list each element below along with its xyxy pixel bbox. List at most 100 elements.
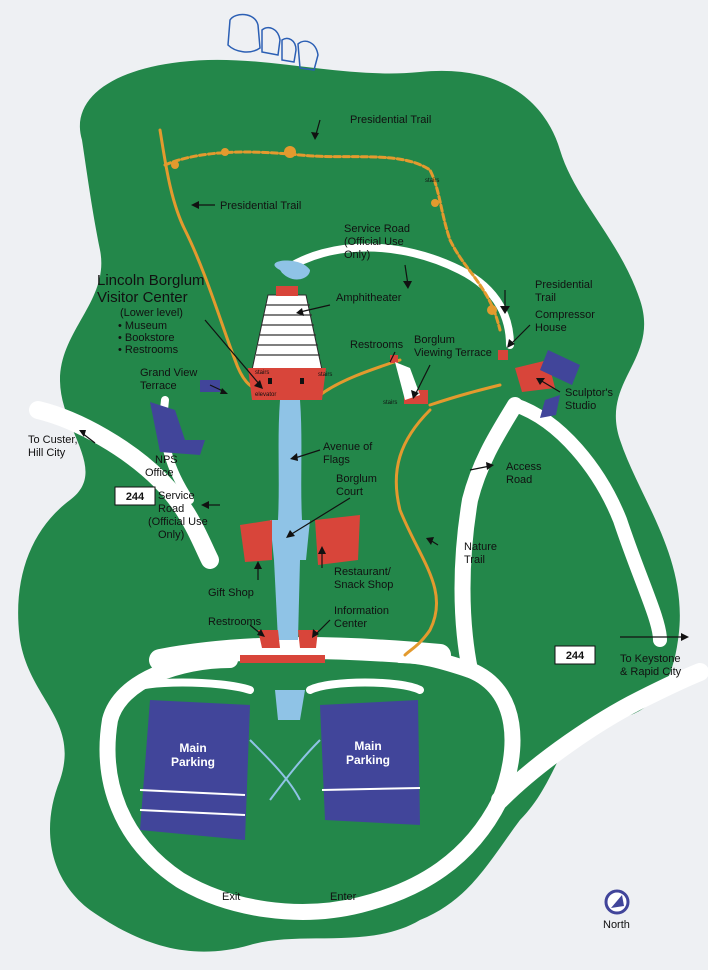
visitor-center-building (248, 368, 326, 400)
studio-annex-1 (540, 350, 580, 385)
visitor-center (248, 286, 326, 400)
stairs-label-1: stairs (425, 178, 439, 184)
roads (29, 243, 708, 920)
elevator-label: elevator (255, 392, 276, 398)
road-loop (99, 647, 521, 920)
parking (140, 350, 580, 840)
grand-view-terrace-label-2: Terrace (140, 380, 177, 392)
access-road-label-1: Access (506, 461, 542, 473)
main-parking-left-label-1: Main (179, 741, 206, 755)
presidential-trail-top (163, 150, 502, 332)
service-road-left-label-3: (Official Use (148, 516, 208, 528)
to-custer-label-2: Hill City (28, 447, 66, 459)
sculptors-studio-label-1: Sculptor's (565, 387, 613, 399)
main-parking-right-label-2: Parking (346, 753, 390, 767)
borglum-viewing-terrace-label-2: Viewing Terrace (414, 347, 492, 359)
information-center-label-2: Center (334, 618, 367, 630)
north-arrow-icon (604, 889, 630, 915)
visitor-center-level: (Lower level) (120, 307, 183, 319)
presidential-trail-label-right-2: Trail (535, 292, 556, 304)
to-keystone-label-2: & Rapid City (620, 666, 682, 678)
presidential-trail-label-right-1: Presidential (535, 279, 592, 291)
restrooms-upper-building (390, 355, 398, 363)
road-to-custer (29, 401, 219, 569)
north-label: North (603, 919, 630, 931)
presidential-trail-label-left: Presidential Trail (220, 200, 301, 212)
studio-annex-2 (540, 395, 560, 418)
highway-left-label: 244 (126, 491, 145, 503)
stairs-label-2: stairs (255, 370, 269, 376)
road-to-keystone (491, 663, 708, 809)
grand-view-terrace-label-1: Grand View (140, 367, 197, 379)
walkways (249, 739, 321, 801)
sculptors-studio-label-2: Studio (565, 400, 596, 412)
presidential-trail-label-top: Presidential Trail (350, 114, 431, 126)
visitor-center-bullet-restrooms: • Restrooms (118, 344, 179, 356)
service-road-top-label-1: Service Road (344, 223, 410, 235)
road-access (454, 397, 523, 678)
visitor-center-title-1: Lincoln Borglum (97, 272, 205, 289)
compressor-house-label-1: Compressor (535, 309, 595, 321)
parking-right (320, 700, 420, 825)
main-parking-left-label-2: Parking (171, 755, 215, 769)
borglum-court-label-1: Borglum (336, 473, 377, 485)
nature-trail-label-1: Nature (464, 541, 497, 553)
gift-shop-label: Gift Shop (208, 587, 254, 599)
nature-trail (394, 408, 439, 657)
highway-244-left: 244 (114, 486, 156, 506)
trail-to-studio (428, 383, 502, 407)
road-inner (126, 678, 424, 694)
service-road-left-label-4: Only) (158, 529, 184, 541)
buildings (240, 350, 555, 663)
highway-244-right: 244 (554, 645, 596, 665)
restrooms-lower-label: Restrooms (208, 616, 262, 628)
borglum-court-label-2: Court (336, 486, 363, 498)
avenue-of-flags-water (270, 260, 310, 720)
avenue-of-flags-label-2: Flags (323, 454, 350, 466)
enter-label: Enter (330, 891, 357, 903)
exit-label: Exit (222, 891, 240, 903)
borglum-viewing-terrace-label-1: Borglum (414, 334, 455, 346)
mount-rushmore-icon (227, 13, 319, 71)
trails (158, 128, 502, 657)
to-keystone-label-1: To Keystone (620, 653, 681, 665)
nps-office-building (150, 402, 205, 455)
parking-left (140, 700, 250, 840)
parking-lines (139, 787, 421, 816)
service-road-top-label-3: Only) (344, 249, 370, 261)
arrow-heads (79, 132, 689, 641)
information-center-label-1: Information (334, 605, 389, 617)
service-road-left-label-2: Road (158, 503, 184, 515)
road-service-top (281, 243, 514, 349)
grand-view-terrace-building (200, 380, 220, 392)
restaurant-label-1: Restaurant/ (334, 566, 392, 578)
nature-trail-label-2: Trail (464, 554, 485, 566)
visitor-center-bullet-bookstore: • Bookstore (118, 332, 174, 344)
stairs-label-4: stairs (383, 400, 397, 406)
highway-right-label: 244 (566, 650, 585, 662)
stairs-label-3: stairs (318, 372, 332, 378)
plaza (149, 637, 451, 671)
service-road-top-label-2: (Official Use (344, 236, 404, 248)
amphitheater-label: Amphitheater (336, 292, 402, 304)
visitor-center-bullet-museum: • Museum (118, 320, 167, 332)
amphitheater-stage (276, 286, 298, 296)
road-access-loop (508, 398, 667, 647)
nps-office-label-1: NPS (155, 454, 178, 466)
compressor-house-building (498, 350, 508, 360)
plaza-bar (240, 655, 325, 663)
restaurant-building (315, 515, 360, 565)
visitor-center-title-2: Visitor Center (97, 289, 188, 306)
service-road-left-label-1: Service (158, 490, 195, 502)
main-parking-right-label-1: Main (354, 739, 381, 753)
trail-upper-link (318, 358, 402, 397)
restaurant-label-2: Snack Shop (334, 579, 393, 591)
nps-office-label-2: Office (145, 467, 174, 479)
restrooms-upper-label: Restrooms (350, 339, 404, 351)
viewing-terrace-area (395, 362, 420, 400)
compressor-house-label-2: House (535, 322, 567, 334)
presidential-trail (158, 128, 262, 392)
gift-shop-building (240, 520, 272, 562)
seating-rows (256, 304, 320, 356)
